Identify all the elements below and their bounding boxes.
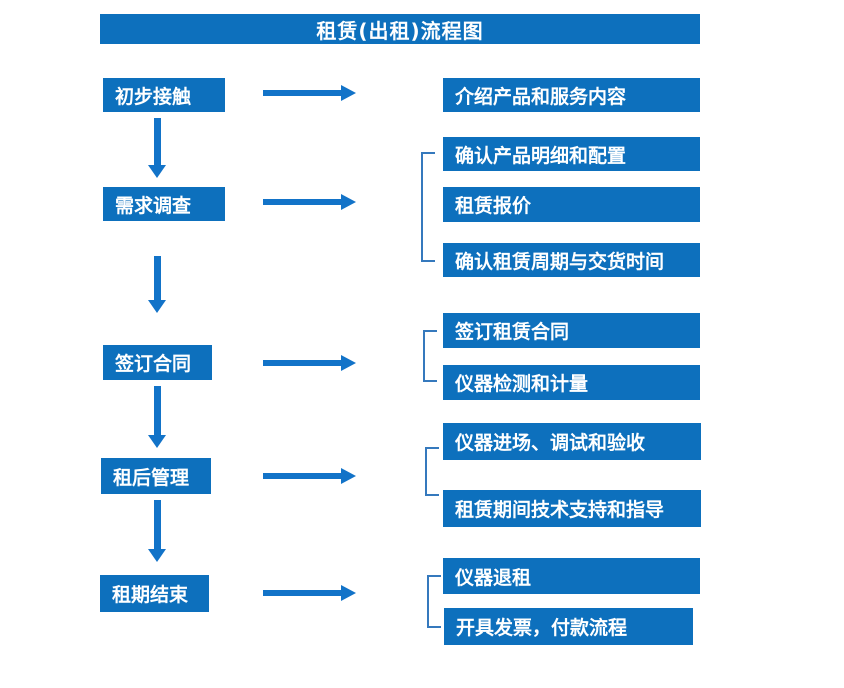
detail-introduce-products-services: 介绍产品和服务内容 — [443, 78, 700, 112]
down-arrow-icon — [148, 500, 167, 562]
arrow-head — [148, 165, 166, 178]
detail-technical-support: 租赁期间技术支持和指导 — [443, 490, 701, 527]
detail-sign-rental-contract: 签订租赁合同 — [443, 313, 700, 348]
right-arrow-icon — [263, 194, 356, 210]
right-arrow-icon — [263, 468, 356, 484]
group-bracket — [421, 152, 435, 262]
arrow-head — [341, 468, 356, 484]
group-bracket — [427, 575, 441, 628]
right-arrow-icon — [263, 355, 356, 371]
flowchart-title: 租赁(出租)流程图 — [100, 14, 700, 44]
arrow-head — [148, 549, 166, 562]
down-arrow-icon — [148, 256, 167, 313]
down-arrow-icon — [148, 386, 167, 448]
detail-invoice-payment: 开具发票，付款流程 — [444, 608, 693, 645]
arrow-head — [341, 355, 356, 371]
group-bracket — [425, 447, 439, 496]
stage-sign-contract: 签订合同 — [103, 345, 212, 380]
right-arrow-icon — [263, 85, 356, 101]
arrow-line — [263, 199, 341, 205]
arrow-line — [263, 360, 341, 366]
detail-instrument-return: 仪器退租 — [443, 558, 700, 594]
detail-instrument-setup-acceptance: 仪器进场、调试和验收 — [443, 423, 701, 460]
down-arrow-icon — [148, 118, 167, 178]
arrow-head — [148, 300, 166, 313]
arrow-line — [154, 256, 161, 300]
arrow-line — [154, 500, 161, 549]
arrow-line — [154, 386, 161, 435]
arrow-head — [341, 585, 356, 601]
arrow-line — [263, 473, 341, 479]
stage-initial-contact: 初步接触 — [103, 78, 225, 112]
arrow-head — [341, 85, 356, 101]
arrow-line — [263, 90, 341, 96]
stage-demand-survey: 需求调查 — [103, 187, 225, 221]
detail-confirm-period-delivery: 确认租赁周期与交货时间 — [443, 243, 700, 277]
detail-rental-quotation: 租赁报价 — [443, 187, 700, 222]
arrow-line — [263, 590, 341, 596]
stage-lease-end: 租期结束 — [100, 575, 209, 612]
group-bracket — [423, 330, 437, 382]
right-arrow-icon — [263, 585, 356, 601]
detail-confirm-product-config: 确认产品明细和配置 — [443, 137, 700, 171]
detail-instrument-testing-metering: 仪器检测和计量 — [443, 365, 700, 400]
arrow-head — [341, 194, 356, 210]
stage-post-rental-management: 租后管理 — [101, 458, 211, 494]
arrow-line — [154, 118, 161, 165]
arrow-head — [148, 435, 166, 448]
